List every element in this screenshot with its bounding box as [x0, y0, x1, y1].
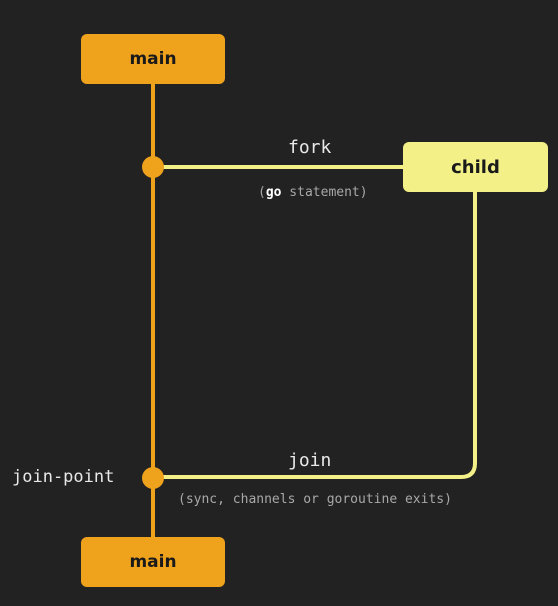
fork-label: fork [288, 137, 332, 158]
fork-note-open: ( [258, 185, 266, 200]
main-node-top: main [81, 34, 225, 84]
join-point-label: join-point [12, 467, 115, 487]
join-note: (sync, channels or goroutine exits) [178, 492, 452, 507]
fork-note-keyword: go [265, 185, 282, 200]
fork-point [142, 156, 164, 178]
child-node: child [403, 142, 548, 192]
join-label: join [288, 450, 332, 471]
fork-note: (go statement) [258, 185, 368, 200]
fork-note-rest: statement) [281, 185, 368, 200]
main-node-bottom: main [81, 537, 225, 587]
join-edge [153, 190, 477, 479]
join-point [142, 467, 164, 489]
